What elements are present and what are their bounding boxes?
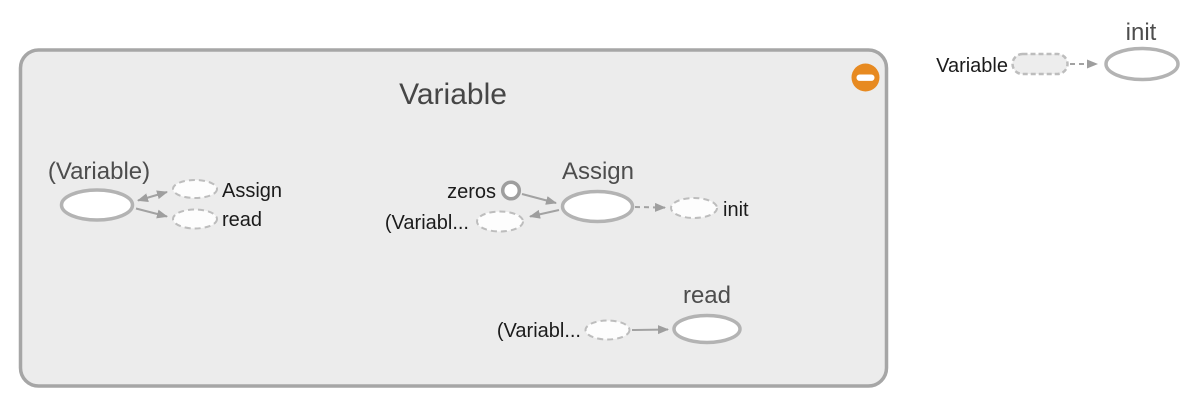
- node-title-read: read: [683, 282, 731, 309]
- annotation-label-variable-aux: Variable: [936, 55, 1008, 77]
- op-node-read[interactable]: [672, 313, 742, 345]
- edge-variable-read-input: [631, 325, 669, 335]
- annotation-node-assign[interactable]: [172, 179, 218, 199]
- group-node-title: Variable: [399, 78, 507, 111]
- edge-variable-read: [135, 207, 168, 219]
- op-node-variable[interactable]: [59, 188, 135, 222]
- annotation-label-read: read: [222, 209, 262, 231]
- annotation-node-variable-input-read[interactable]: [584, 319, 631, 341]
- annotation-node-variable-group-proxy[interactable]: [1011, 52, 1069, 76]
- annotation-label-zeros: zeros: [447, 181, 496, 203]
- node-title-variable-op: (Variable): [48, 158, 150, 185]
- annotation-node-variable-input[interactable]: [476, 210, 524, 233]
- annotation-node-read[interactable]: [172, 208, 218, 230]
- minus-icon-bar: [856, 74, 875, 81]
- edge-zeros-assign: [521, 193, 557, 205]
- edge-assign-variable-ref: [529, 209, 560, 219]
- const-node-zeros[interactable]: [500, 180, 522, 201]
- op-node-assign[interactable]: [560, 189, 635, 224]
- group-node-variable[interactable]: [18, 48, 889, 388]
- annotation-label-variable-input: (Variabl...: [385, 212, 469, 234]
- collapse-button[interactable]: [851, 63, 880, 92]
- edge-variable-assign-ref: [137, 190, 168, 203]
- annotation-label-assign: Assign: [222, 180, 282, 202]
- op-node-init[interactable]: [1104, 46, 1180, 82]
- node-title-init: init: [1126, 19, 1157, 46]
- annotation-label-init: init: [723, 199, 749, 221]
- annotation-label-variable-input-read: (Variabl...: [497, 320, 581, 342]
- node-title-assign: Assign: [562, 158, 634, 185]
- annotation-node-init[interactable]: [670, 197, 718, 219]
